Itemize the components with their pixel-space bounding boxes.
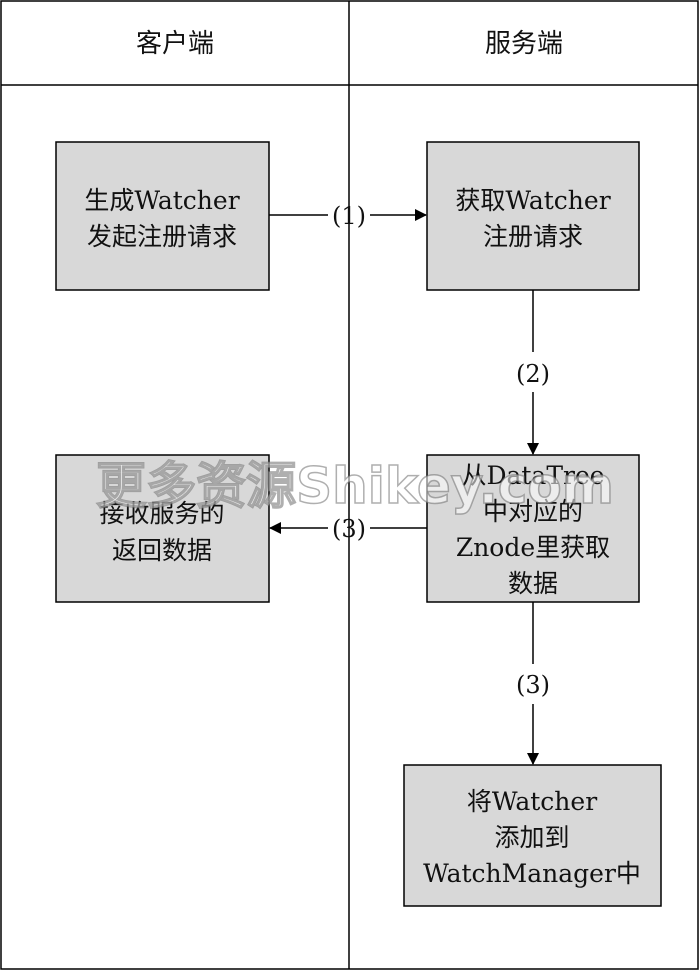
lane-header-server: 服务端 (485, 29, 563, 59)
edge-label: (1) (332, 202, 366, 230)
box-server-get-znode-data: 从DataTree 中对应的 Znode里获取 数据 (426, 454, 640, 603)
box-line: 返回数据 (112, 536, 212, 565)
box-line: Znode里获取 (456, 533, 610, 562)
box-line: 添加到 (494, 823, 569, 852)
lane-header-client: 客户端 (136, 29, 214, 59)
box-server-add-to-watchmanager: 将Watcher 添加到 WatchManager中 (403, 764, 662, 907)
box-line: WatchManager中 (423, 859, 641, 888)
box-client-generate-watcher: 生成Watcher 发起注册请求 (55, 141, 270, 291)
box-line: 生成Watcher (84, 186, 239, 215)
watermark: 更多资源Shikey.com (96, 457, 614, 515)
box-line: 注册请求 (483, 222, 583, 251)
box-line: 将Watcher (467, 787, 597, 816)
box-line: 接收服务的 (99, 499, 224, 528)
box-line: 中对应的 (483, 497, 583, 526)
box-server-get-watcher: 获取Watcher 注册请求 (426, 141, 640, 291)
edge-1: (1) (269, 202, 427, 230)
edge-2: (2) (516, 290, 550, 455)
box-line: 从DataTree (461, 461, 604, 490)
box-client-receive-data: 接收服务的 返回数据 (55, 454, 270, 603)
box-line: 获取Watcher (455, 186, 610, 215)
edge-3-add: (3) (516, 602, 550, 765)
box-line: 发起注册请求 (87, 222, 237, 251)
edge-label: (3) (332, 515, 366, 543)
edge-3-return: (3) (269, 515, 427, 543)
edge-label: (2) (516, 360, 550, 388)
box-line: 数据 (508, 569, 558, 598)
edge-label: (3) (516, 671, 550, 699)
